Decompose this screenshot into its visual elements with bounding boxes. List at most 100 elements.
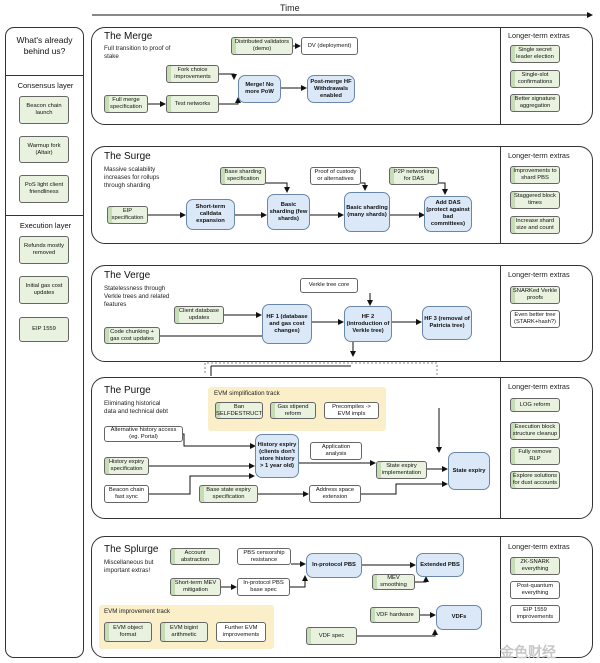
watermark: 金色财经 [500,644,556,660]
state-expiry-node: State expiry [448,452,490,490]
extra-item: SNARKed Verkle proofs [510,286,560,304]
sidebar-divider [6,215,83,216]
merge-node: Merge! No more PoW [238,75,281,103]
p2p-networking-node: P2P networking for DAS [389,167,439,185]
extra-item: Improvements to shard PBS [510,166,560,184]
splurge-extras-title: Longer-term extras [508,542,570,551]
sidebar: What's already behind us? Consensus laye… [5,27,84,658]
extra-item: Better signature aggregation [510,94,560,112]
row-splurge [91,536,593,658]
proof-of-custody-node: Proof of custody or alternatives [310,167,361,185]
verkle-tree-core-node: Verkle tree core [300,278,358,293]
basic-sharding-many-node: Basic sharding (many shards) [344,192,390,232]
execution-item: Initial gas cost updates [19,276,69,304]
row-purge [91,377,593,519]
pbs-base-spec-node: In-protocol PBS base spec [237,578,290,596]
client-database-node: Client database updates [174,306,224,324]
base-sharding-spec-node: Base sharding specification [220,167,266,185]
extras-divider [500,377,501,519]
row-merge [91,27,593,125]
surge-subtitle: Massive scalability increases for rollup… [104,166,160,189]
state-expiry-impl-node: State expiry implementation [376,461,427,479]
purge-subtitle: Eliminating historical data and technica… [104,400,168,415]
execution-item: Refunds mostly removed [19,236,69,264]
execution-layer-label: Execution layer [19,221,72,230]
ban-selfdestruct-node: Ban SELFDESTRUCT [215,402,263,419]
hf1-node: HF 1 (database and gas cost changes) [262,304,312,344]
code-chunking-node: Code chunking + gas cost updates [104,327,160,344]
address-space-node: Address space extension [309,485,361,503]
fork-choice-node: Fork choice improvements [166,65,219,83]
alt-history-access-node: Alternative history access (eg. Portal) [104,426,183,442]
extras-divider [500,27,501,125]
sidebar-title: What's already behind us? [16,35,73,56]
row-surge [91,146,593,244]
dv-deployment-node: DV (deployment) [301,37,358,55]
short-term-mev-node: Short-term MEV mitigation [170,578,221,596]
merge-subtitle: Full transition to proof of stake [104,45,171,60]
extra-item: Increase shard size and count [510,216,560,234]
splurge-subtitle: Miscellaneous but important extras! [104,559,154,574]
eip-spec-node: EIP specification [107,206,148,224]
merge-extras-title: Longer-term extras [508,31,570,40]
evm-bigint-node: EVM bigint arithmetic [160,622,208,642]
verge-title: The Verge [104,270,151,281]
execution-item: EIP 1559 [19,317,69,342]
splurge-title: The Splurge [104,544,159,555]
evm-improvement-track-label: EVM improvement track [104,608,171,615]
further-evm-node: Further EVM improvements [216,622,266,642]
purge-extras-title: Longer-term extras [508,382,570,391]
hf2-node: HF 2 (introduction of Verkle tree) [344,306,392,342]
short-term-calldata-node: Short-term calldata expansion [186,199,235,230]
sidebar-divider [6,75,83,76]
extra-item: Execution block structure cleanup [510,422,560,440]
purge-title: The Purge [104,385,151,396]
test-networks-node: Test networks [166,95,219,113]
extras-divider [500,146,501,244]
extra-item: Post-quantum everything [510,581,560,599]
history-expiry-node: History expiry (clients don't store hist… [255,434,299,478]
surge-title: The Surge [104,151,151,162]
extra-item: Single secret leader election [510,45,560,63]
extra-item: ZK-SNARK everything [510,557,560,575]
extra-item: LOG reform [510,398,560,412]
history-expiry-spec-node: History expiry specification [104,457,149,475]
extra-item: Staggered block times [510,191,560,209]
verge-subtitle: Statelessness through Verkle trees and r… [104,285,170,308]
basic-sharding-few-node: Basic sharding (few shards) [267,194,310,230]
extended-pbs-node: Extended PBS [416,553,464,577]
extra-item: Single-slot confirmations [510,70,560,88]
consensus-item: Beacon chain launch [19,96,69,124]
full-merge-spec-node: Full merge specification [104,95,148,113]
extra-item: EIP 1559 improvements [510,605,560,623]
in-protocol-pbs-node: In-protocol PBS [306,553,362,578]
vdf-hardware-node: VDF hardware [370,607,420,623]
vdfs-node: VDFs [436,605,482,630]
extra-item: Explore solutions for dust accounts [510,471,560,489]
precompiles-node: Precompiles -> EVM impls [324,402,379,419]
consensus-layer-label: Consensus layer [17,81,74,90]
extras-divider [500,265,501,362]
time-label: Time [280,3,300,13]
beacon-fast-sync-node: Beacon chain fast sync [104,485,149,503]
distributed-validators-node: Distributed validators (demo) [231,37,293,55]
evm-simplification-track-label: EVM simplification track [214,390,280,397]
extra-item: Fully remove RLP [510,447,560,465]
extras-divider [500,536,501,658]
verge-extras-title: Longer-term extras [508,270,570,279]
post-merge-hf-node: Post-merge HF Withdrawals enabled [307,75,355,103]
row-verge [91,265,593,362]
account-abstraction-node: Account abstraction [170,548,220,565]
application-analysis-node: Application analysis [310,442,362,460]
hf3-node: HF 3 (removal of Patricia tree) [422,306,472,340]
consensus-item: PoS light client friendliness [19,175,69,203]
merge-title: The Merge [104,31,153,42]
surge-extras-title: Longer-term extras [508,151,570,160]
consensus-item: Warmup fork (Altair) [19,136,69,163]
add-das-node: Add DAS (protect against bad committees) [424,196,472,232]
pbs-censorship-node: PBS censorship resistance [237,548,291,565]
extra-item: Even better tree (STARK+hash?) [510,310,560,328]
evm-object-format-node: EVM object format [104,622,152,642]
gas-stipend-node: Gas stipend reform [270,402,316,419]
